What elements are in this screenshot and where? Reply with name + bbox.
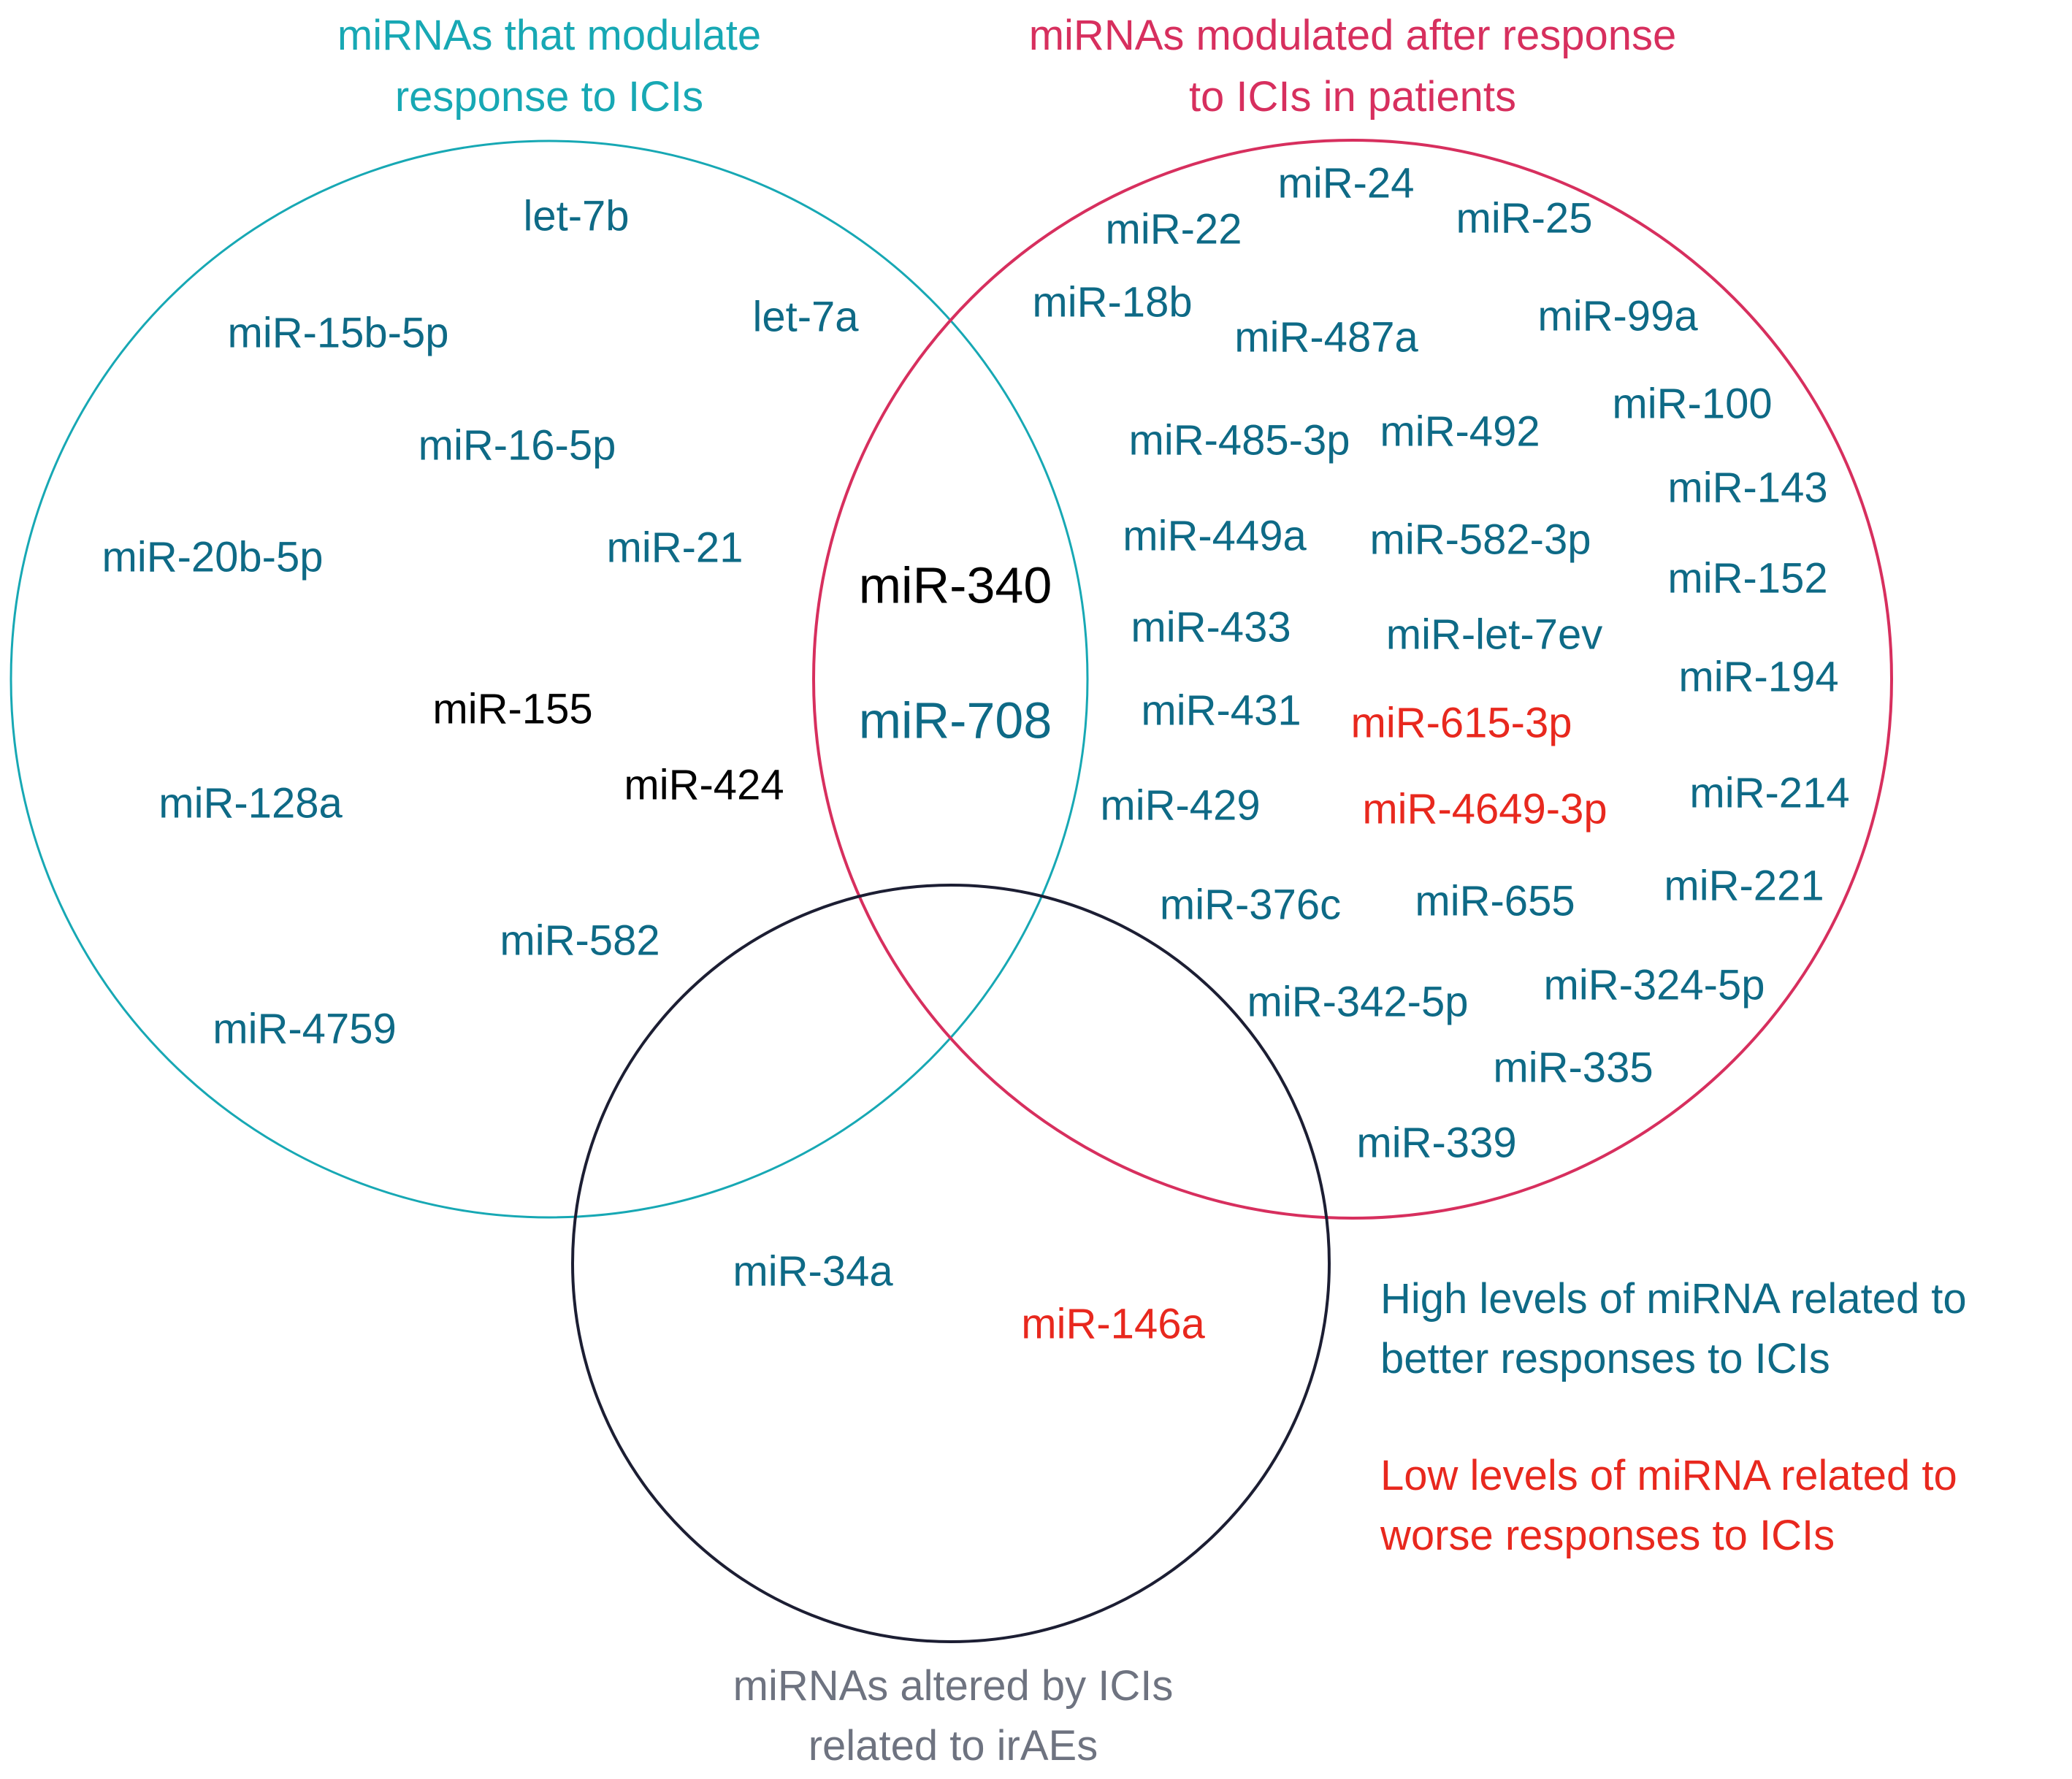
mirna-label-let-7a: let-7a bbox=[752, 293, 859, 340]
mirna-label-let-7b: let-7b bbox=[523, 192, 629, 240]
mirna-label-mir-143: miR-143 bbox=[1667, 464, 1827, 511]
legend-high-line-2: better responses to ICIs bbox=[1380, 1335, 1830, 1382]
mirna-label-mir-99a: miR-99a bbox=[1537, 292, 1698, 340]
mirna-label-mir-376c: miR-376c bbox=[1160, 881, 1341, 928]
set-a-caption: miRNAs that modulate response to ICIs bbox=[337, 12, 761, 120]
set-c-caption-line-1: miRNAs altered by ICIs bbox=[733, 1662, 1174, 1710]
set-b-caption-line-1: miRNAs modulated after response bbox=[1029, 12, 1677, 59]
mirna-label-mir-487a: miR-487a bbox=[1234, 313, 1418, 361]
mirna-label-mir-21: miR-21 bbox=[607, 524, 743, 571]
mirna-label-mir-221: miR-221 bbox=[1664, 862, 1824, 909]
mirna-label-mir-152: miR-152 bbox=[1667, 554, 1827, 602]
mirna-label-mir-342-5p: miR-342-5p bbox=[1247, 978, 1469, 1025]
mirna-label-mir-100: miR-100 bbox=[1612, 380, 1772, 427]
set-b-circle bbox=[812, 139, 1893, 1220]
mirna-label-mir-655: miR-655 bbox=[1415, 877, 1575, 925]
legend: High levels of miRNA related to better r… bbox=[1380, 1275, 1967, 1559]
mirna-label-mir-615-3p: miR-615-3p bbox=[1351, 699, 1572, 746]
set-c-caption: miRNAs altered by ICIs related to irAEs bbox=[733, 1662, 1174, 1770]
set-b-caption-line-2: to ICIs in patients bbox=[1189, 73, 1516, 120]
mirna-label-mir-582: miR-582 bbox=[500, 917, 660, 964]
mirna-label-mir-492: miR-492 bbox=[1380, 408, 1540, 455]
mirna-label-mir-582-3p: miR-582-3p bbox=[1370, 516, 1591, 563]
set-a-circle bbox=[9, 139, 1089, 1219]
mirna-label-mir-18b: miR-18b bbox=[1032, 278, 1192, 326]
set-a-caption-line-1: miRNAs that modulate bbox=[337, 12, 761, 59]
legend-low-line-1: Low levels of miRNA related to bbox=[1380, 1452, 1957, 1499]
mirna-label-mir-16-5p: miR-16-5p bbox=[418, 421, 616, 469]
mirna-label-mir-let-7ev: miR-let-7ev bbox=[1386, 611, 1603, 658]
mirna-label-mir-4649-3p: miR-4649-3p bbox=[1362, 785, 1607, 833]
mirna-label-mir-194: miR-194 bbox=[1678, 653, 1838, 700]
mirna-label-mir-155: miR-155 bbox=[432, 685, 592, 732]
mirna-label-mir-214: miR-214 bbox=[1689, 769, 1849, 816]
set-c-caption-line-2: related to irAEs bbox=[808, 1722, 1098, 1770]
mirna-label-mir-4759: miR-4759 bbox=[213, 1005, 396, 1052]
mirna-label-mir-708: miR-708 bbox=[859, 692, 1052, 749]
set-c-circle bbox=[571, 884, 1331, 1643]
mirna-label-mir-20b-5p: miR-20b-5p bbox=[102, 533, 324, 581]
legend-low-line-2: worse responses to ICIs bbox=[1380, 1512, 1835, 1559]
mirna-label-mir-22: miR-22 bbox=[1106, 205, 1242, 253]
mirna-label-mir-128a: miR-128a bbox=[158, 779, 343, 827]
mirna-label-mir-15b-5p: miR-15b-5p bbox=[228, 309, 449, 356]
mirna-label-mir-424: miR-424 bbox=[624, 761, 784, 808]
mirna-label-mir-449a: miR-449a bbox=[1123, 512, 1307, 559]
mirna-label-mir-485-3p: miR-485-3p bbox=[1129, 416, 1350, 464]
mirna-label-mir-34a: miR-34a bbox=[733, 1247, 893, 1295]
mirna-label-mir-431: miR-431 bbox=[1141, 686, 1301, 734]
mirna-label-mir-324-5p: miR-324-5p bbox=[1544, 961, 1765, 1009]
set-a-caption-line-2: response to ICIs bbox=[395, 73, 703, 120]
mirna-label-mir-146a: miR-146a bbox=[1021, 1300, 1205, 1347]
legend-high-line-1: High levels of miRNA related to bbox=[1380, 1275, 1967, 1323]
mirna-label-mir-433: miR-433 bbox=[1131, 603, 1291, 651]
mirna-label-mir-340: miR-340 bbox=[859, 556, 1052, 613]
mirna-label-mir-25: miR-25 bbox=[1456, 194, 1593, 242]
mirna-label-mir-339: miR-339 bbox=[1356, 1119, 1516, 1166]
mirna-label-mir-335: miR-335 bbox=[1493, 1044, 1653, 1091]
mirna-label-mir-429: miR-429 bbox=[1100, 781, 1260, 829]
mirna-label-mir-24: miR-24 bbox=[1278, 159, 1415, 207]
mirna-labels: let-7b let-7a miR-15b-5p miR-16-5p miR-20b-5… bbox=[102, 159, 1850, 1347]
set-b-caption: miRNAs modulated after response to ICIs … bbox=[1029, 12, 1677, 120]
